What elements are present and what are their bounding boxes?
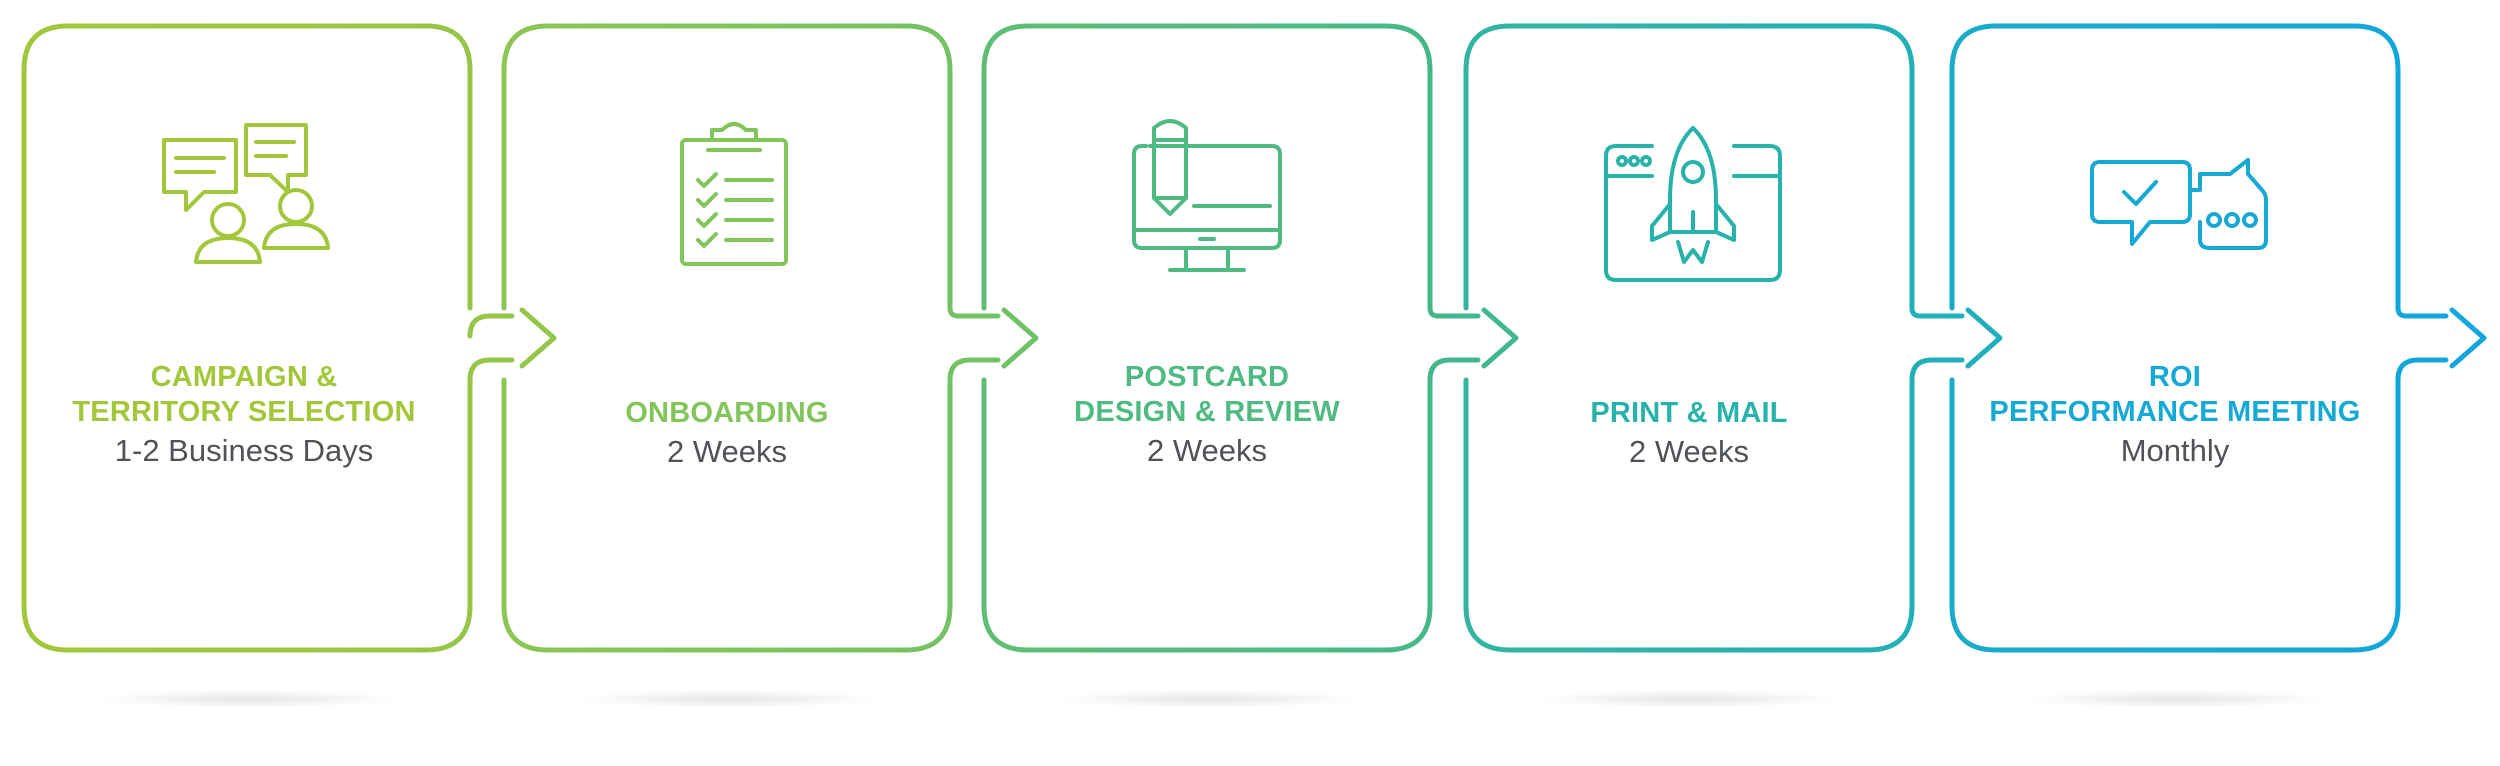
card-shadow [1057, 690, 1357, 708]
chat-bubbles-icon [2090, 158, 2268, 250]
step-title-line: CAMPAIGN & [150, 361, 338, 393]
step-title-line: PERFORMANCE MEETING [1989, 395, 2361, 428]
step-label-roi-meeting: ROI PERFORMANCE MEETING Monthly [1945, 360, 2405, 469]
card-shadow [577, 690, 877, 708]
step-title-line: POSTCARD [1124, 361, 1290, 393]
card-shadow [2025, 690, 2325, 708]
step-duration: 2 Weeks [666, 433, 788, 469]
step-title-line: TERRITORY SELECTION [72, 395, 416, 428]
step-label-onboarding: ONBOARDING 2 Weeks [497, 396, 957, 470]
step-duration: 1-2 Business Days [114, 432, 374, 468]
checklist-clipboard-icon [680, 122, 788, 266]
card-shadow [97, 690, 397, 708]
card-outline [501, 23, 1039, 653]
step-card-campaign [21, 23, 557, 653]
step-title-line: PRINT & MAIL [1590, 397, 1788, 429]
step-duration: 2 Weeks [1628, 433, 1750, 469]
step-label-postcard-design: POSTCARD DESIGN & REVIEW 2 Weeks [977, 360, 1437, 469]
card-outline [1949, 23, 2487, 653]
design-monitor-icon [1132, 119, 1282, 272]
card-outline [21, 23, 557, 653]
card-outline [981, 23, 1519, 653]
step-label-print-mail: PRINT & MAIL 2 Weeks [1459, 396, 1919, 470]
step-label-campaign: CAMPAIGN & TERRITORY SELECTION 1-2 Busin… [14, 360, 474, 469]
card-outline [1463, 23, 2003, 653]
rocket-launch-icon [1604, 126, 1782, 282]
step-card-postcard-design [981, 23, 1519, 653]
discussion-people-icon [162, 123, 330, 264]
step-title-line: ONBOARDING [625, 397, 829, 429]
step-title-line: DESIGN & REVIEW [1074, 395, 1340, 428]
step-duration: 2 Weeks [1146, 432, 1268, 468]
step-title-line: ROI [2148, 361, 2202, 393]
step-card-onboarding [501, 23, 1039, 653]
card-shadow [1539, 690, 1839, 708]
step-duration: Monthly [2120, 432, 2230, 468]
step-card-roi-meeting [1949, 23, 2487, 653]
step-card-print-mail [1463, 23, 2003, 653]
